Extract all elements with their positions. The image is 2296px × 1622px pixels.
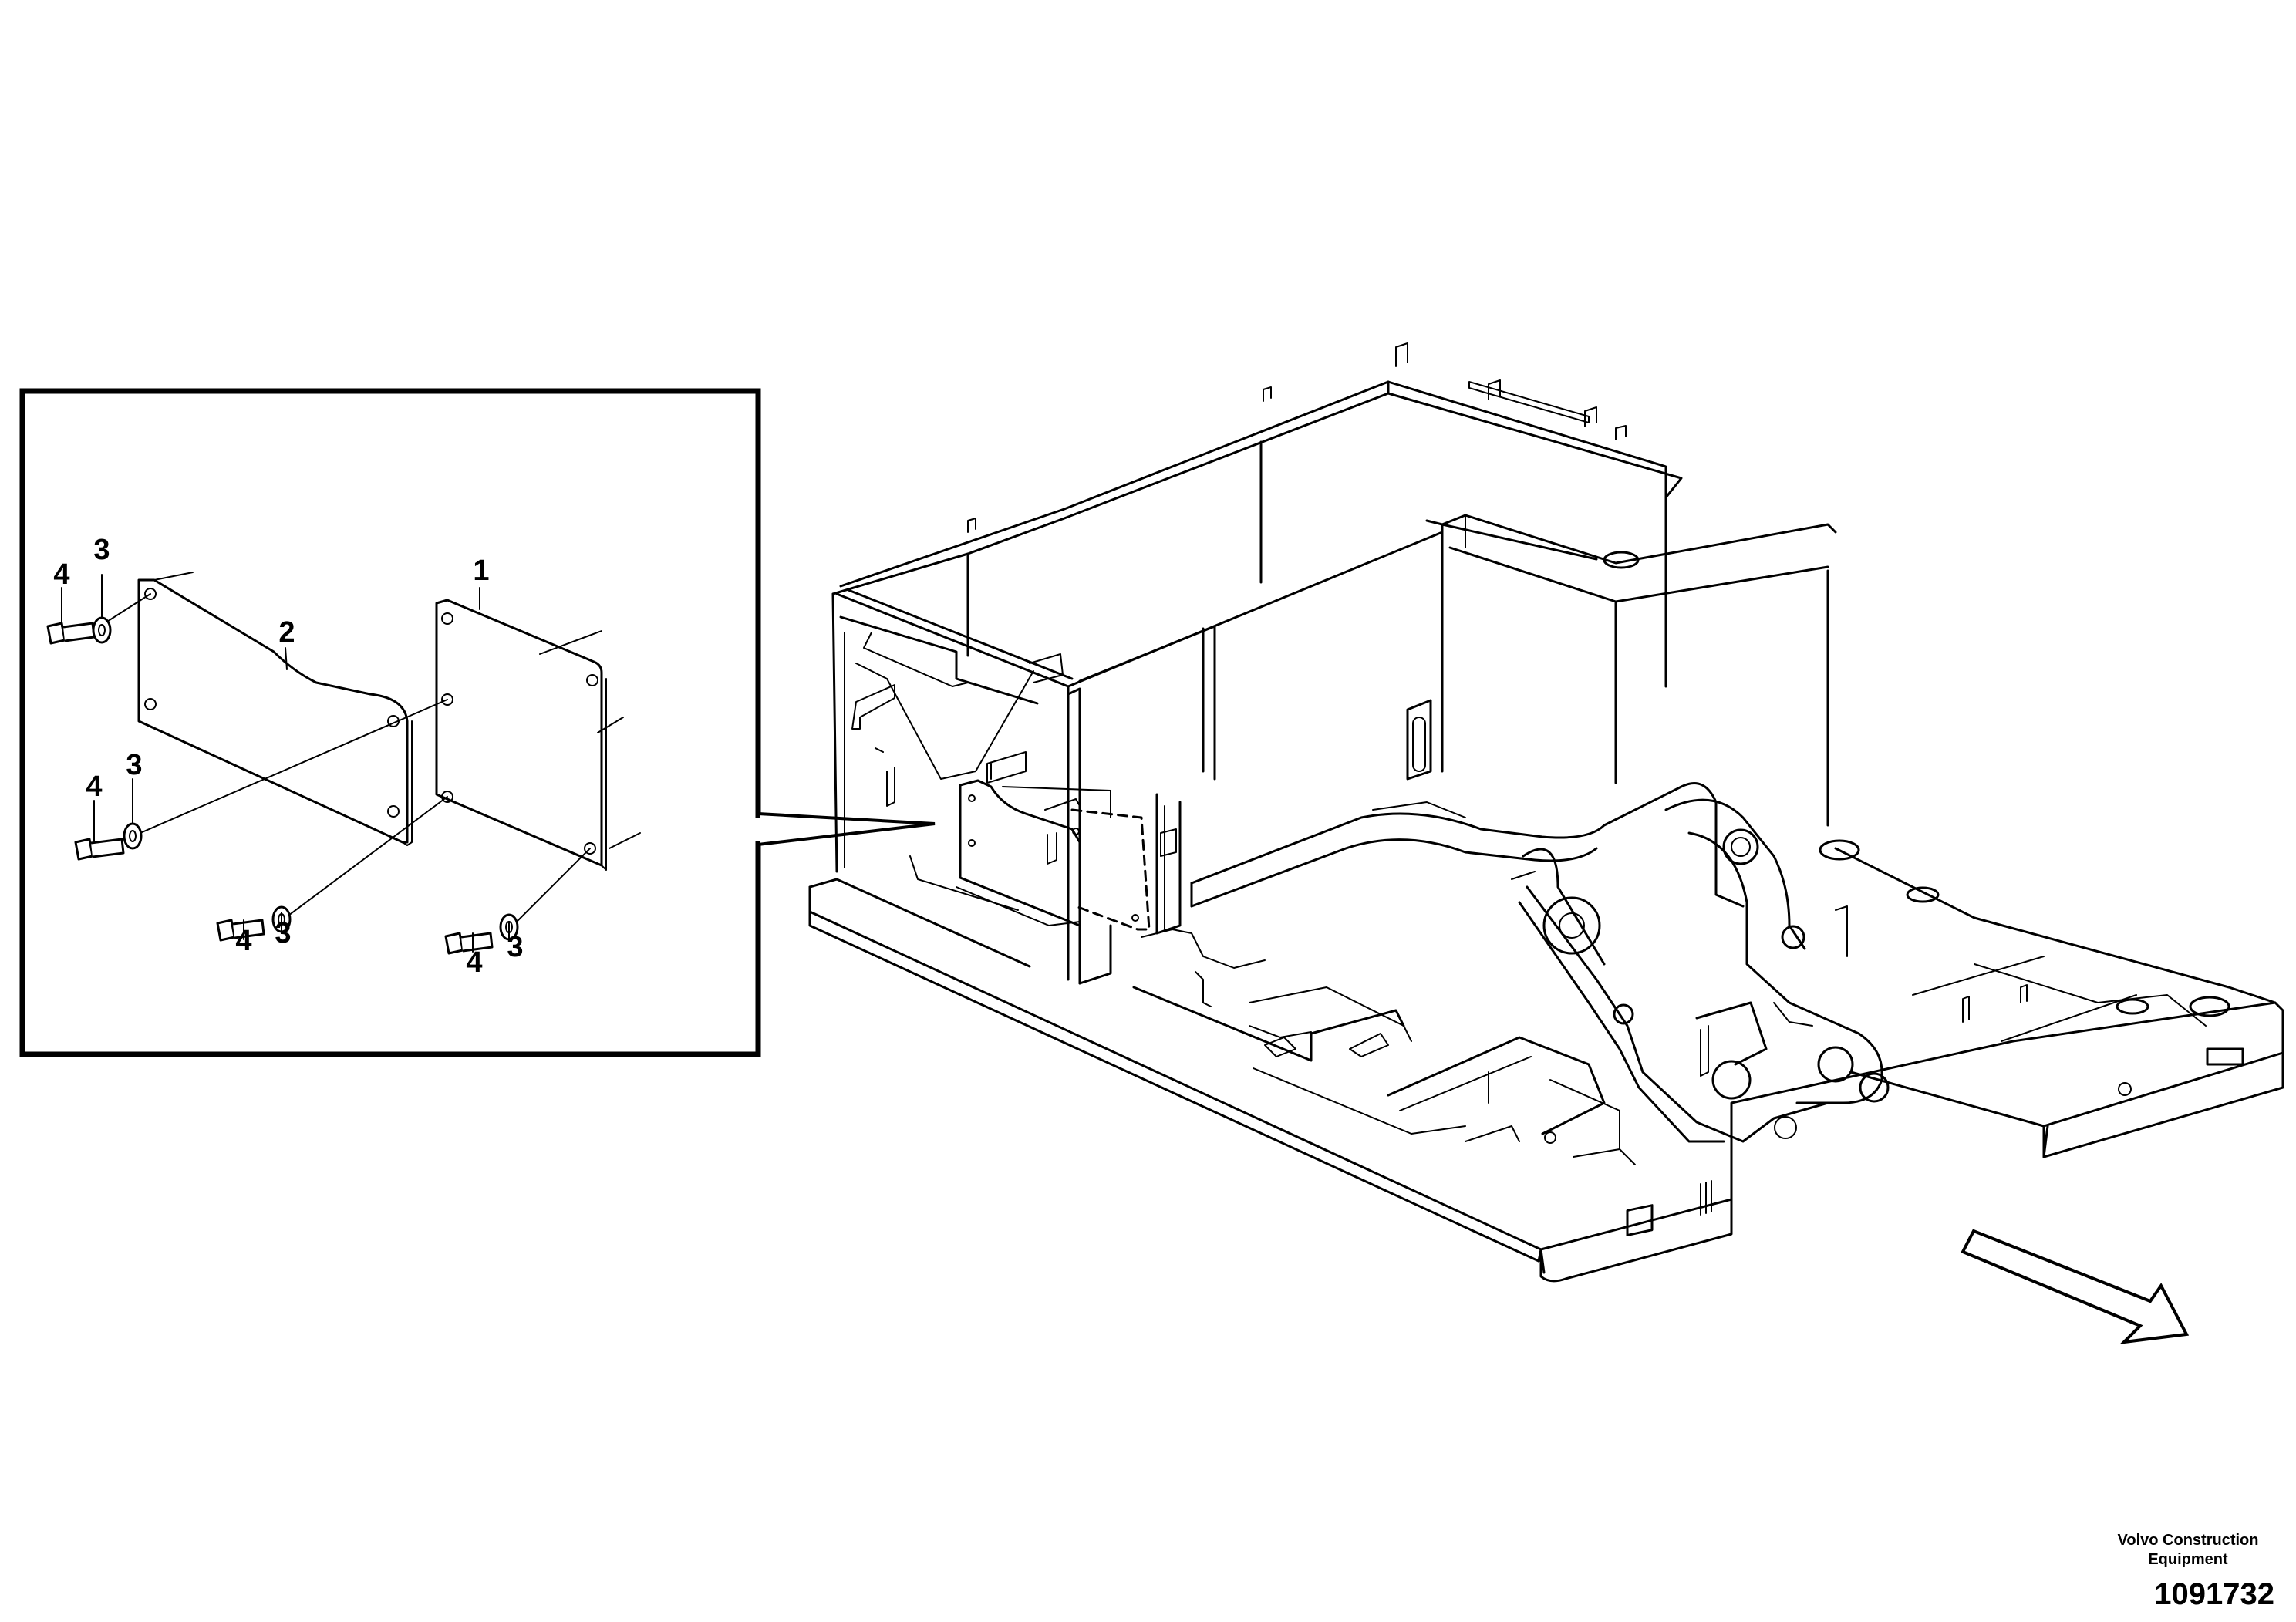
detail-frame [19,388,761,1057]
bolt-washer-set-4 [444,913,519,955]
callout-4b: 4 [86,771,102,803]
callout-2: 2 [278,616,295,649]
callout-3b: 3 [126,749,142,781]
bolt-washer-set-1 [46,616,112,645]
callout-3c: 3 [275,917,291,949]
manufacturer-credit: Volvo Construction Equipment [2117,1532,2259,1568]
callout-3a: 3 [93,534,110,566]
leader-lines [61,574,510,953]
illustration-reference-number: 1091732 [2154,1577,2274,1611]
washer [92,616,112,644]
callout-4a: 4 [53,558,69,591]
detail-pointer-gap [754,818,762,841]
forward-direction-arrow-icon [1961,1229,2190,1344]
bolt-axis-lines [92,593,591,926]
callout-4d: 4 [466,946,482,979]
callout-3d: 3 [507,931,523,963]
bolt-washer-set-3 [216,905,292,942]
detail-pointer [757,811,936,847]
callout-1: 1 [473,555,489,587]
bolt-shank [62,622,96,642]
machine-upper-frame [808,342,2284,1283]
callout-4c: 4 [235,925,251,957]
detail-inset: 4 3 2 1 4 3 4 3 4 3 [19,388,936,1057]
part-2-bracket [137,578,413,846]
bolt-washer-set-2 [74,822,143,861]
part-1-cover-plate [153,572,641,871]
